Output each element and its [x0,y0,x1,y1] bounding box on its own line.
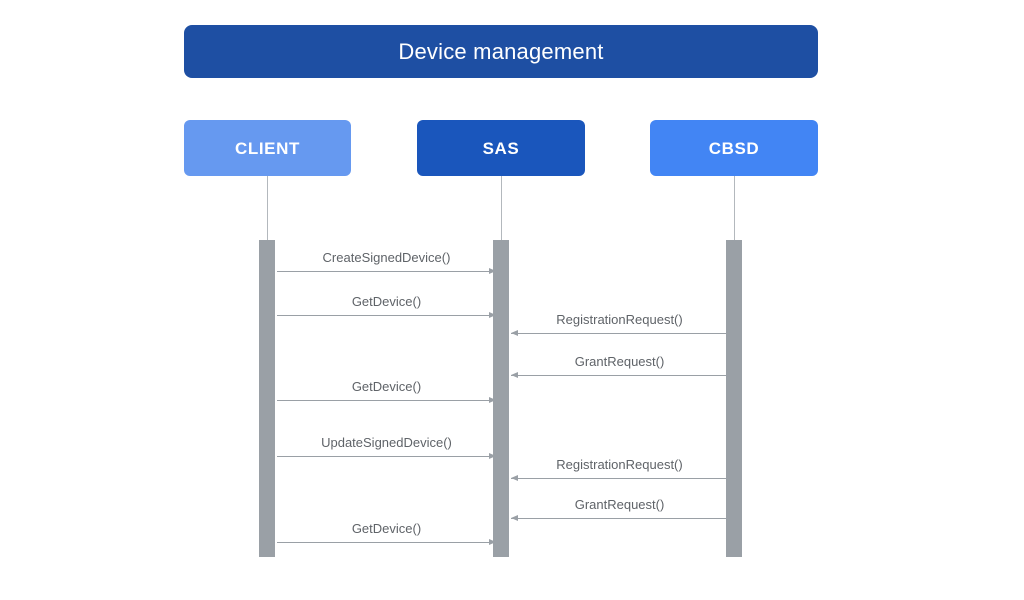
message-line [277,271,496,272]
message-client-to-sas[interactable]: GetDevice() [277,379,496,403]
message-cbsd-to-sas[interactable]: RegistrationRequest() [511,312,728,336]
message-line [511,375,728,376]
message-line [511,518,728,519]
activation-bar-client [259,240,275,557]
message-label: RegistrationRequest() [556,456,683,472]
diagram-title-bar: Device management [184,25,818,78]
message-label: GrantRequest() [574,496,665,512]
lifeline-client [267,176,268,240]
message-line [511,478,728,479]
activation-bar-sas [493,240,509,557]
arrowhead-right-icon [489,538,496,545]
message-client-to-sas[interactable]: GetDevice() [277,294,496,318]
message-cbsd-to-sas[interactable]: RegistrationRequest() [511,457,728,481]
activation-bar-cbsd [726,240,742,557]
message-label: CreateSignedDevice() [322,249,451,265]
message-label: GrantRequest() [574,353,665,369]
message-line [277,400,496,401]
message-label: UpdateSignedDevice() [321,434,452,450]
message-label: GetDevice() [351,520,422,536]
arrowhead-right-icon [489,452,496,459]
participant-label-sas: SAS [482,138,520,158]
message-label: GetDevice() [351,293,422,309]
arrowhead-left-icon [511,329,518,336]
arrowhead-left-icon [511,474,518,481]
message-client-to-sas[interactable]: GetDevice() [277,521,496,545]
page-title: Device management [398,38,604,64]
message-label: GetDevice() [351,378,422,394]
participant-box-cbsd[interactable]: CBSD [650,120,818,176]
participant-label-client: CLIENT [235,138,300,158]
message-line [277,315,496,316]
arrowhead-left-icon [511,371,518,378]
participant-label-cbsd: CBSD [708,138,760,158]
participant-box-client[interactable]: CLIENT [184,120,351,176]
message-cbsd-to-sas[interactable]: GrantRequest() [511,497,728,521]
message-client-to-sas[interactable]: UpdateSignedDevice() [277,435,496,459]
message-line [277,456,496,457]
arrowhead-right-icon [489,396,496,403]
message-line [277,542,496,543]
lifeline-sas [501,176,502,240]
participant-box-sas[interactable]: SAS [417,120,585,176]
arrowhead-right-icon [489,267,496,274]
arrowhead-right-icon [489,311,496,318]
message-line [511,333,728,334]
message-label: RegistrationRequest() [556,311,683,327]
message-cbsd-to-sas[interactable]: GrantRequest() [511,354,728,378]
arrowhead-left-icon [511,514,518,521]
lifeline-cbsd [734,176,735,240]
message-client-to-sas[interactable]: CreateSignedDevice() [277,250,496,274]
